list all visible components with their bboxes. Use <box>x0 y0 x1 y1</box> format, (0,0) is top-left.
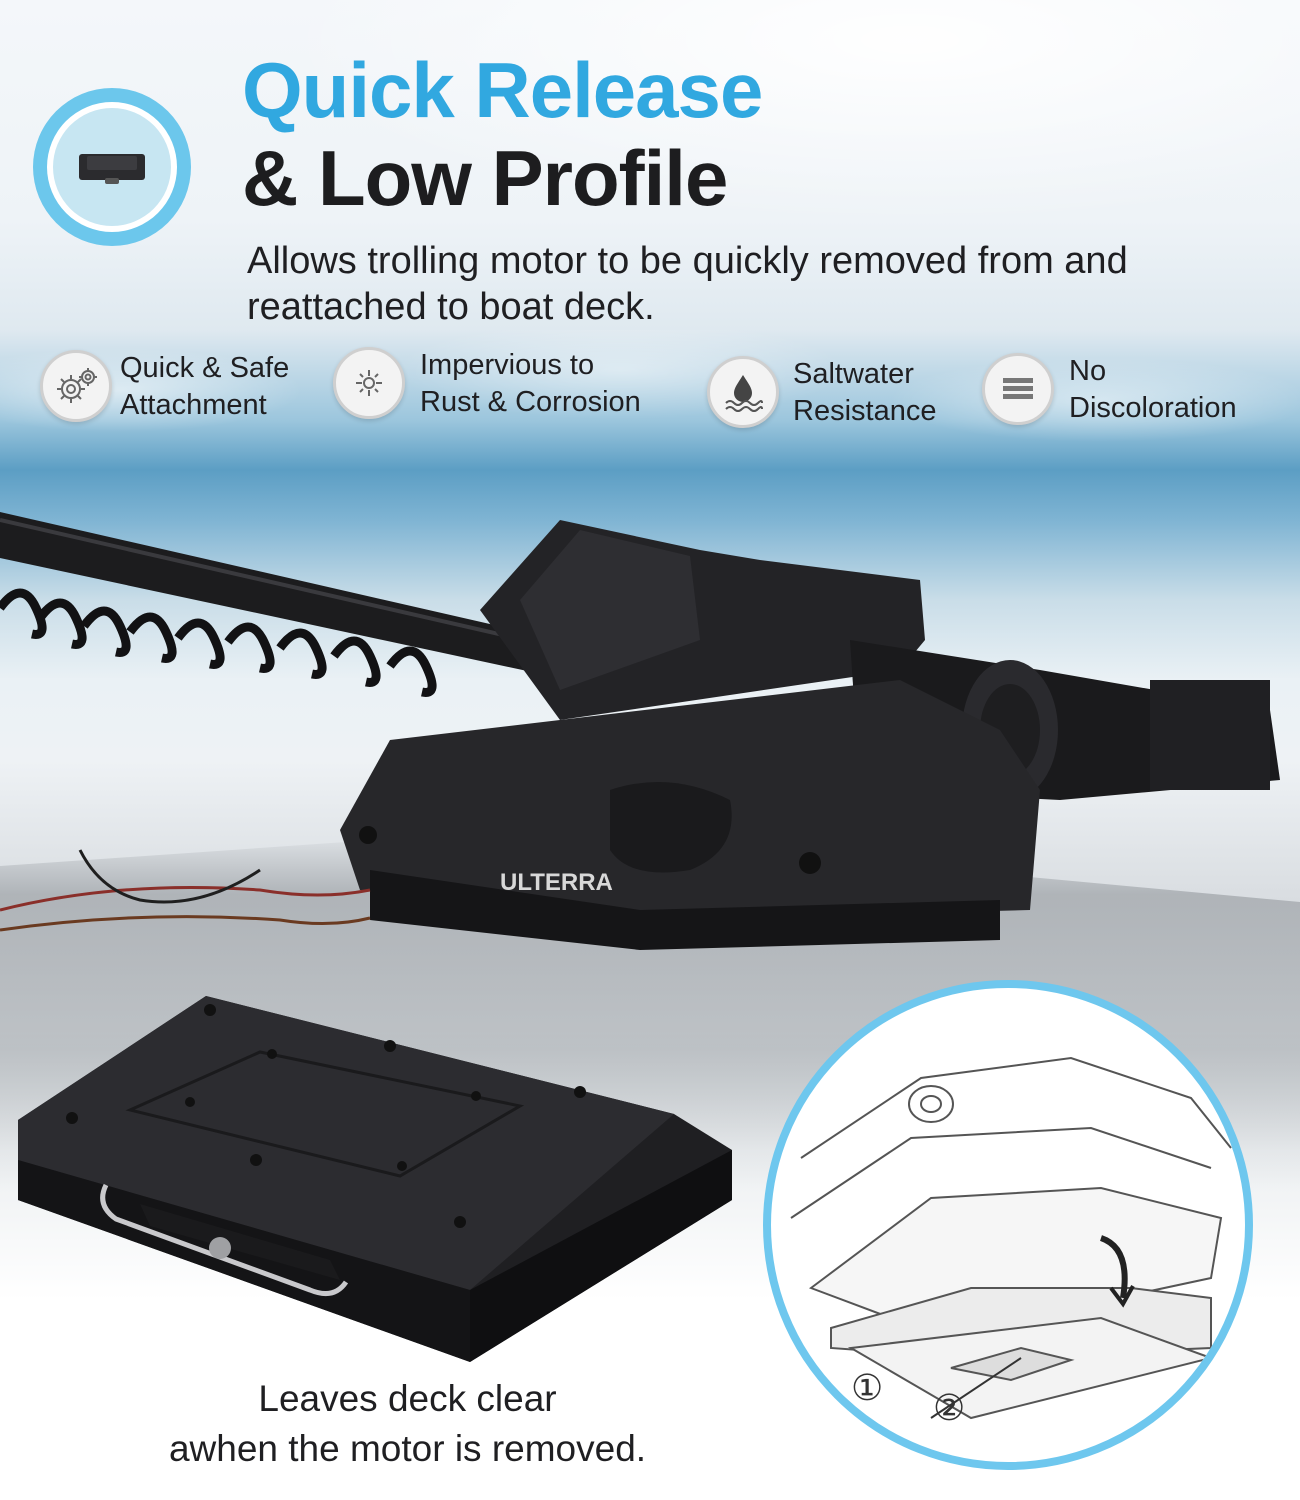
cloud-band <box>0 330 1300 490</box>
feature-discoloration: No Discoloration <box>982 353 1282 443</box>
feature-label: No Discoloration <box>1069 355 1237 424</box>
gear-icon <box>40 350 112 422</box>
feature-label: Quick & Safe Attachment <box>120 352 290 421</box>
caption: Leaves deck clear awhen the motor is rem… <box>168 1378 647 1469</box>
feature-label: Impervious to Rust & Corrosion <box>420 349 641 418</box>
feature-label: Saltwater Resistance <box>793 358 937 427</box>
layers-icon <box>982 353 1054 425</box>
feature-quick-safe: Quick & Safe Attachment <box>40 350 320 440</box>
mount-plate-icon <box>79 154 145 184</box>
line-drawing <box>790 1056 1232 1420</box>
marker-1-label: ① <box>851 1368 884 1409</box>
title-line-2: & Low Profile <box>242 134 728 222</box>
installation-diagram: ① ② <box>763 980 1253 1470</box>
feature-rust-corrosion: Impervious to Rust & Corrosion <box>333 347 673 437</box>
feature-saltwater: Saltwater Resistance <box>707 356 967 446</box>
description: Allows trolling motor to be quickly remo… <box>247 240 1128 328</box>
product-badge <box>33 88 191 246</box>
water-drop-icon <box>707 356 779 428</box>
marker-2-label: ② <box>933 1388 966 1429</box>
mounting-plate-image <box>18 996 732 1362</box>
sun-icon <box>333 347 405 419</box>
brand-logo: ULTERRA <box>500 869 613 896</box>
title-line-1: Quick Release <box>242 46 763 134</box>
trolling-motor-image: ULTERRA <box>0 512 1280 950</box>
